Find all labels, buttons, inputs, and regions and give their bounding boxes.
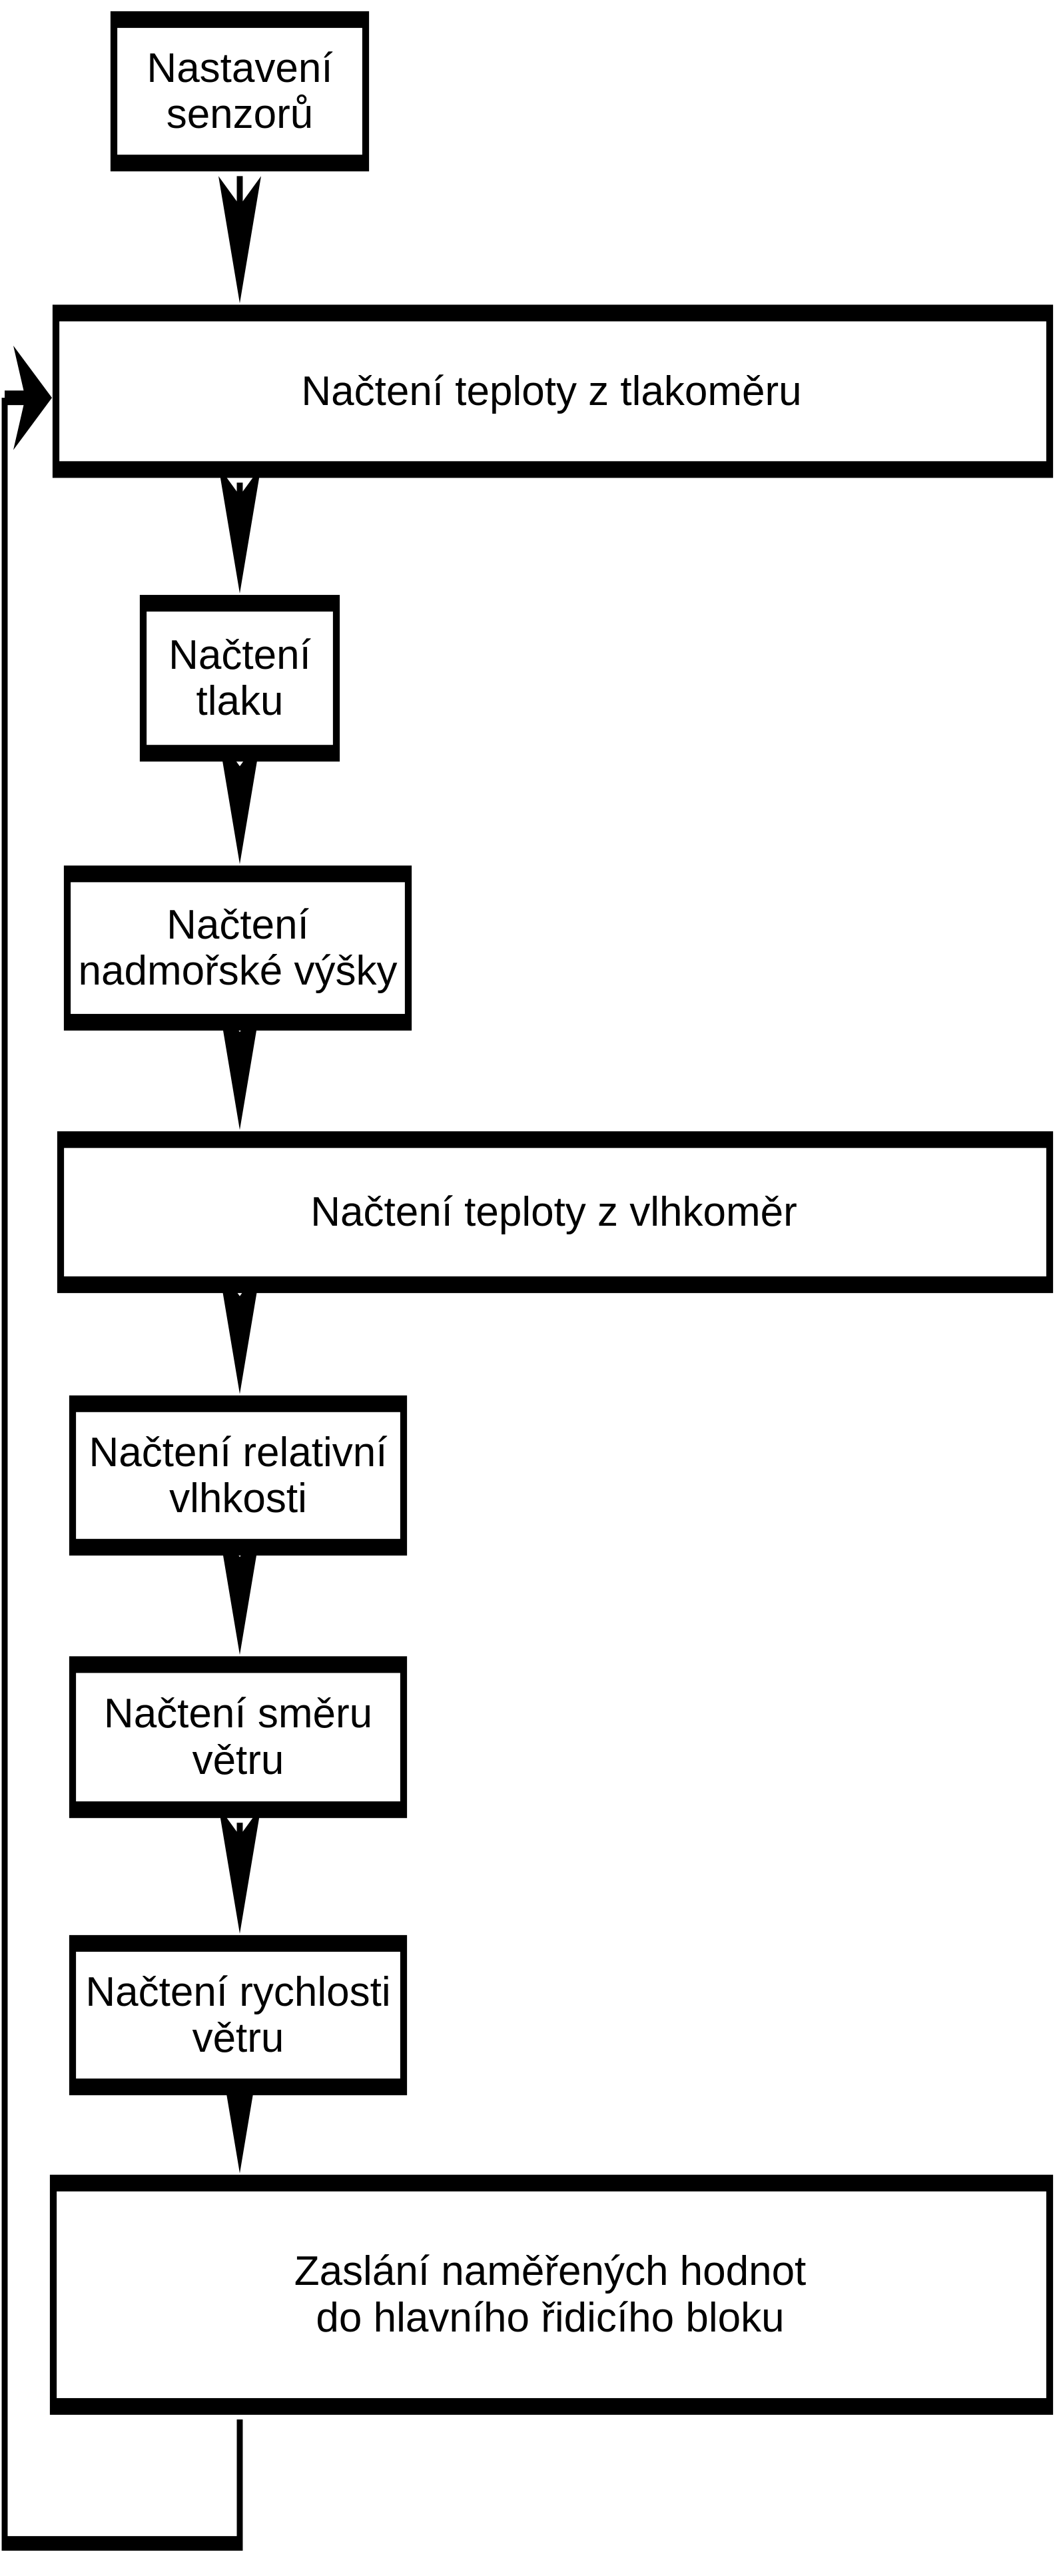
edge-n7-n8 <box>218 1806 261 1934</box>
node-box-2[interactable] <box>52 304 1054 478</box>
edge-n6-n7 <box>218 1527 261 1655</box>
edge-n4-n5 <box>218 1003 261 1130</box>
node-box-4[interactable] <box>63 865 412 1031</box>
node-box-6[interactable] <box>69 1395 408 1556</box>
node-box-9[interactable] <box>49 2174 1054 2415</box>
node-box-8[interactable] <box>69 1934 408 2096</box>
edge-n3-n4 <box>218 737 261 865</box>
edge-n5-n6 <box>218 1266 261 1394</box>
node-box-1[interactable] <box>110 11 370 172</box>
node-box-5[interactable] <box>57 1131 1054 1294</box>
node-box-7[interactable] <box>69 1656 408 1819</box>
edge-n2-n3 <box>218 466 261 594</box>
edge-feedback-loop <box>1 345 243 2551</box>
node-box-3[interactable] <box>139 595 340 762</box>
edge-n1-n2 <box>218 176 261 304</box>
